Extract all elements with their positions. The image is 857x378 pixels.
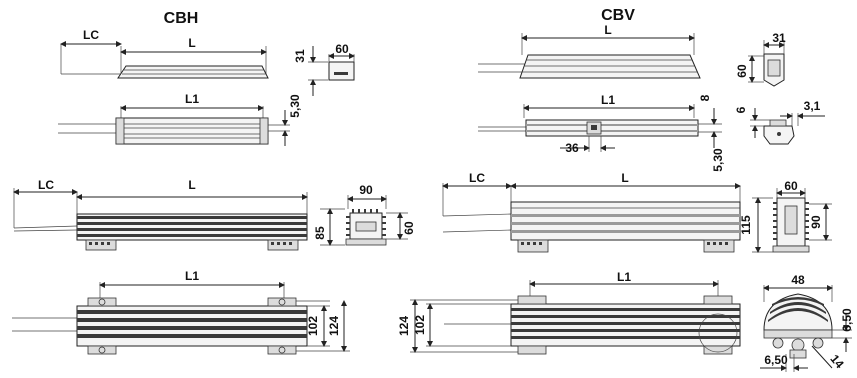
cbv-large-d650-bottom-label: 6,50 xyxy=(764,353,788,367)
cbh-small-side-view: LC L 60 31 xyxy=(60,28,355,96)
cbv-small-d36-label: 36 xyxy=(565,141,579,155)
cbv-small-d530-label: 5,30 xyxy=(711,148,725,172)
cbv-small-w31-label: 31 xyxy=(772,31,786,45)
cbv-large-d650-right-label: 6,50 xyxy=(840,308,854,332)
cbv-large-w60-label: 60 xyxy=(784,179,798,193)
cbv-small-top-view: L1 36 8 5,30 6 3,1 xyxy=(478,93,825,172)
cbh-large-w90-label: 90 xyxy=(359,183,373,197)
cbv-large-l-label: L xyxy=(621,171,628,185)
cbv-large-w48-label: 48 xyxy=(791,273,805,287)
cbv-small-d31-label: 3,1 xyxy=(804,99,821,113)
cbh-large-l-label: L xyxy=(188,178,195,192)
cbv-large-d14-label: 14 xyxy=(827,352,847,371)
title-cbh: CBH xyxy=(164,10,199,27)
cbv-large-l1-label: L1 xyxy=(617,270,631,284)
cbh-small-l-label: L xyxy=(188,36,195,50)
cbv-small-h60-label: 60 xyxy=(735,64,749,78)
cbh-large-h102-label: 102 xyxy=(306,316,320,336)
cbv-large-h90-label: 90 xyxy=(809,215,823,229)
cbv-small-l1-label: L1 xyxy=(601,93,615,107)
cbh-small-l1-label: L1 xyxy=(185,92,199,106)
cbv-large-h124-label: 124 xyxy=(397,316,411,336)
cbh-large-lc-label: LC xyxy=(38,178,54,192)
cbh-small-lc-label: LC xyxy=(83,28,99,42)
cbh-small-h530-label: 5,30 xyxy=(288,94,302,118)
cbh-large-side-view: LC L 90 85 xyxy=(13,178,416,251)
cbh-small-w60-label: 60 xyxy=(335,42,349,56)
cbh-large-h60-label: 60 xyxy=(402,221,416,235)
cbv-small-side-view: L 31 60 xyxy=(478,23,786,87)
cbh-small-top-view: L1 5,30 xyxy=(58,92,302,146)
cbv-large-h102-label: 102 xyxy=(413,315,427,335)
cbv-large-side-view: LC L 60 115 xyxy=(442,171,832,253)
cbv-small-d8-label: 8 xyxy=(698,94,712,101)
cbv-large-top-view: L1 124 102 48 xyxy=(397,270,854,372)
cbh-large-h124-label: 124 xyxy=(327,316,341,336)
cbv-large-lc-label: LC xyxy=(469,171,485,185)
cbh-large-top-view: L1 102 124 xyxy=(12,269,350,355)
cbv-small-d6-label: 6 xyxy=(734,106,748,113)
cbv-large-h115-label: 115 xyxy=(739,215,753,235)
title-cbv: CBV xyxy=(601,7,635,24)
cbv-small-l-label: L xyxy=(604,23,611,37)
cbh-small-h31-label: 31 xyxy=(293,49,307,63)
cbh-large-h85-label: 85 xyxy=(313,226,327,240)
cbh-large-l1-label: L1 xyxy=(185,269,199,283)
